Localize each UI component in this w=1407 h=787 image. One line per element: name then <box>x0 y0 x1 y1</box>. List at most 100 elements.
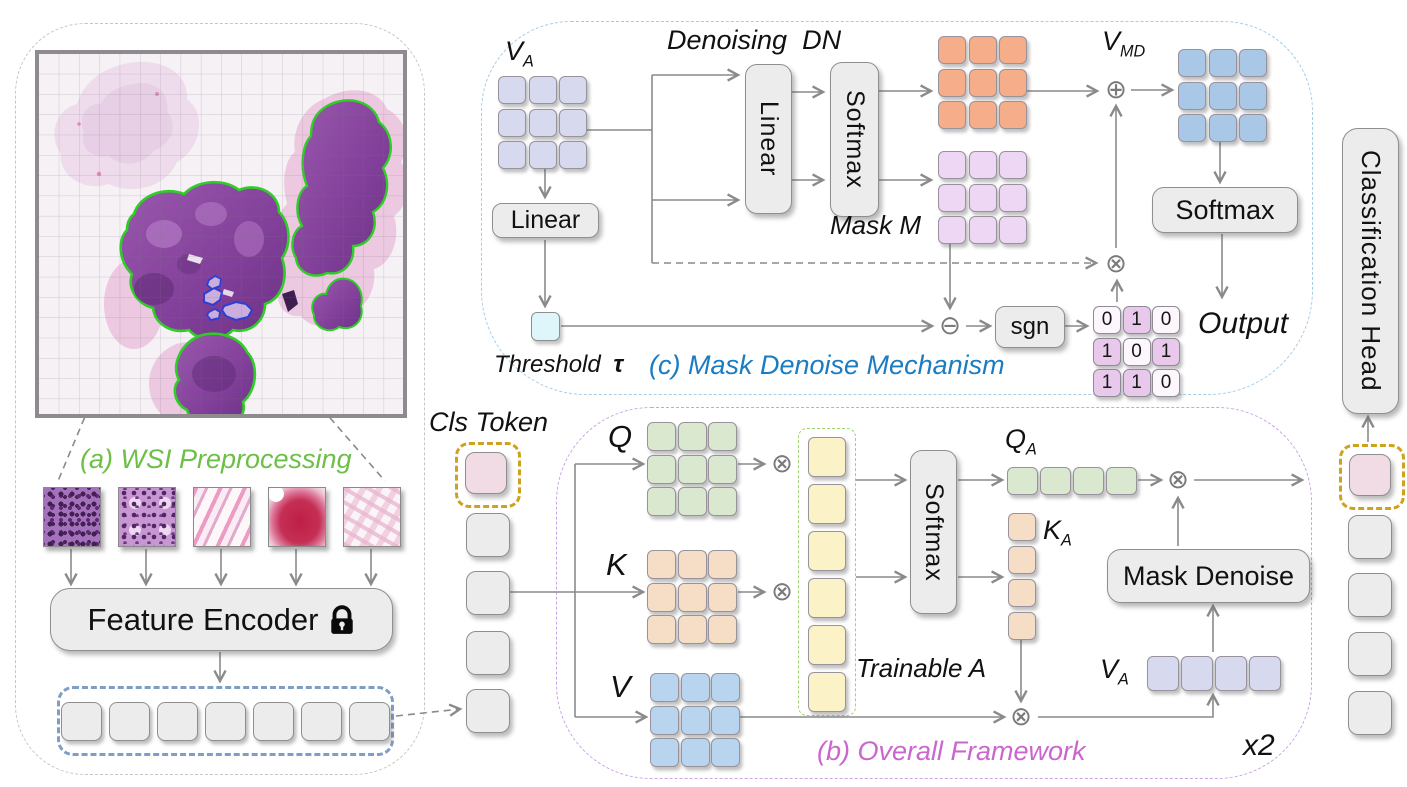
ka-column <box>1008 513 1036 640</box>
matmul-q-icon: ⊗ <box>769 451 795 477</box>
va-output-row <box>1147 656 1281 691</box>
arrows-panel-b <box>509 414 1375 724</box>
k-cell <box>677 615 707 644</box>
va-out-cell <box>1181 656 1213 691</box>
repeat-x2-label: x2 <box>1243 729 1275 762</box>
va-out-cell <box>1147 656 1179 691</box>
tissue-patch-5 <box>343 487 401 547</box>
k-grid <box>647 550 737 644</box>
qa-cell <box>1073 467 1104 495</box>
patch-token <box>466 571 510 615</box>
vmd-grid <box>1178 49 1267 142</box>
v-cell <box>711 738 740 767</box>
denoising-dn-label: Denoising DN <box>667 25 842 55</box>
cls-token-label: Cls Token <box>429 407 549 437</box>
q-label: Q <box>608 419 633 454</box>
wsi-tissue-graphic <box>39 54 408 427</box>
mask-cell <box>999 183 1027 212</box>
feature-token <box>301 701 342 741</box>
mask-cell <box>938 151 966 179</box>
output-token <box>1348 632 1392 676</box>
v-cell <box>711 673 740 702</box>
tissue-patch-4 <box>268 487 326 547</box>
ka-cell <box>1008 513 1036 541</box>
k-cell <box>647 550 676 579</box>
va-cell <box>528 76 557 104</box>
vmd-cell <box>1178 49 1206 77</box>
va-out-cell <box>1215 656 1247 691</box>
va-input-label: VA <box>505 36 534 71</box>
v-cell <box>711 705 740 735</box>
vmd-label: VMD <box>1102 26 1146 61</box>
ka-cell <box>1008 612 1036 640</box>
mask-binary-cell: 0 <box>1122 337 1151 366</box>
va-cell <box>498 76 526 104</box>
matmul-v-icon: ⊗ <box>1008 704 1034 730</box>
ka-cell <box>1008 546 1036 574</box>
panel-mask-denoise-mechanism <box>481 21 1313 395</box>
mask-binary-cell: 1 <box>1093 337 1121 366</box>
mask-denoise-box: Mask Denoise <box>1107 549 1310 603</box>
va-output-label: VA <box>1100 654 1129 689</box>
output-token <box>1348 573 1392 617</box>
mask-binary-cell: 1 <box>1122 369 1151 397</box>
q-cell <box>647 487 676 516</box>
panel-b-caption: (b) Overall Framework <box>817 736 1086 766</box>
dn-cell <box>968 36 997 64</box>
v-cell <box>650 705 679 735</box>
trainable-cell <box>808 578 846 618</box>
mask-cell <box>999 216 1027 244</box>
k-cell <box>708 582 737 612</box>
va-cell <box>559 141 587 169</box>
q-grid <box>647 422 737 516</box>
classification-head-box: Classification Head <box>1342 128 1399 414</box>
softmax-output-box: Softmax <box>1152 187 1298 233</box>
q-cell <box>647 454 676 484</box>
trainable-cell <box>808 672 846 712</box>
mask-cell <box>938 183 966 212</box>
mask-binary-cell: 1 <box>1122 306 1151 334</box>
ka-label: KA <box>1043 515 1072 550</box>
mask-grid <box>938 151 1027 244</box>
va-out-cell <box>1249 656 1281 691</box>
cls-token <box>465 452 507 494</box>
wsi-slide-image <box>35 50 408 427</box>
mask-cell <box>968 183 997 212</box>
matmul-k-icon: ⊗ <box>769 579 795 605</box>
vmd-cell <box>1178 81 1206 110</box>
v-cell <box>680 738 710 767</box>
tissue-patch-2 <box>118 487 176 547</box>
arrows-panel-c <box>538 68 1229 333</box>
dn-cell <box>968 101 997 129</box>
feature-encoder-label: Feature Encoder <box>87 601 319 637</box>
ka-cell <box>1008 579 1036 607</box>
va-cell <box>498 141 526 169</box>
feature-token <box>61 701 102 741</box>
elementwise-multiply-icon: ⊗ <box>1103 251 1129 277</box>
tissue-patch-3 <box>193 487 251 547</box>
tissue-patch-1 <box>43 487 101 547</box>
trainable-cell <box>808 625 846 665</box>
patch-token <box>466 689 510 733</box>
k-cell <box>647 615 676 644</box>
dn-cell <box>938 68 966 97</box>
trainable-cell <box>808 484 846 524</box>
dn-cell <box>938 101 966 129</box>
va-cell <box>559 76 587 104</box>
mask-binary-cell: 1 <box>1093 369 1121 397</box>
output-token <box>1348 515 1392 559</box>
lock-icon <box>331 604 354 634</box>
vmd-cell <box>1208 114 1237 142</box>
qa-row <box>1007 467 1137 495</box>
dn-cell <box>968 68 997 97</box>
qa-cell <box>1106 467 1137 495</box>
mask-binary-cell: 0 <box>1152 306 1180 334</box>
output-label: Output <box>1198 307 1289 340</box>
feature-token <box>157 701 198 741</box>
qa-cell <box>1040 467 1071 495</box>
vmd-cell <box>1239 81 1267 110</box>
dn-cell <box>999 101 1027 129</box>
linear-box: Linear <box>492 203 599 238</box>
